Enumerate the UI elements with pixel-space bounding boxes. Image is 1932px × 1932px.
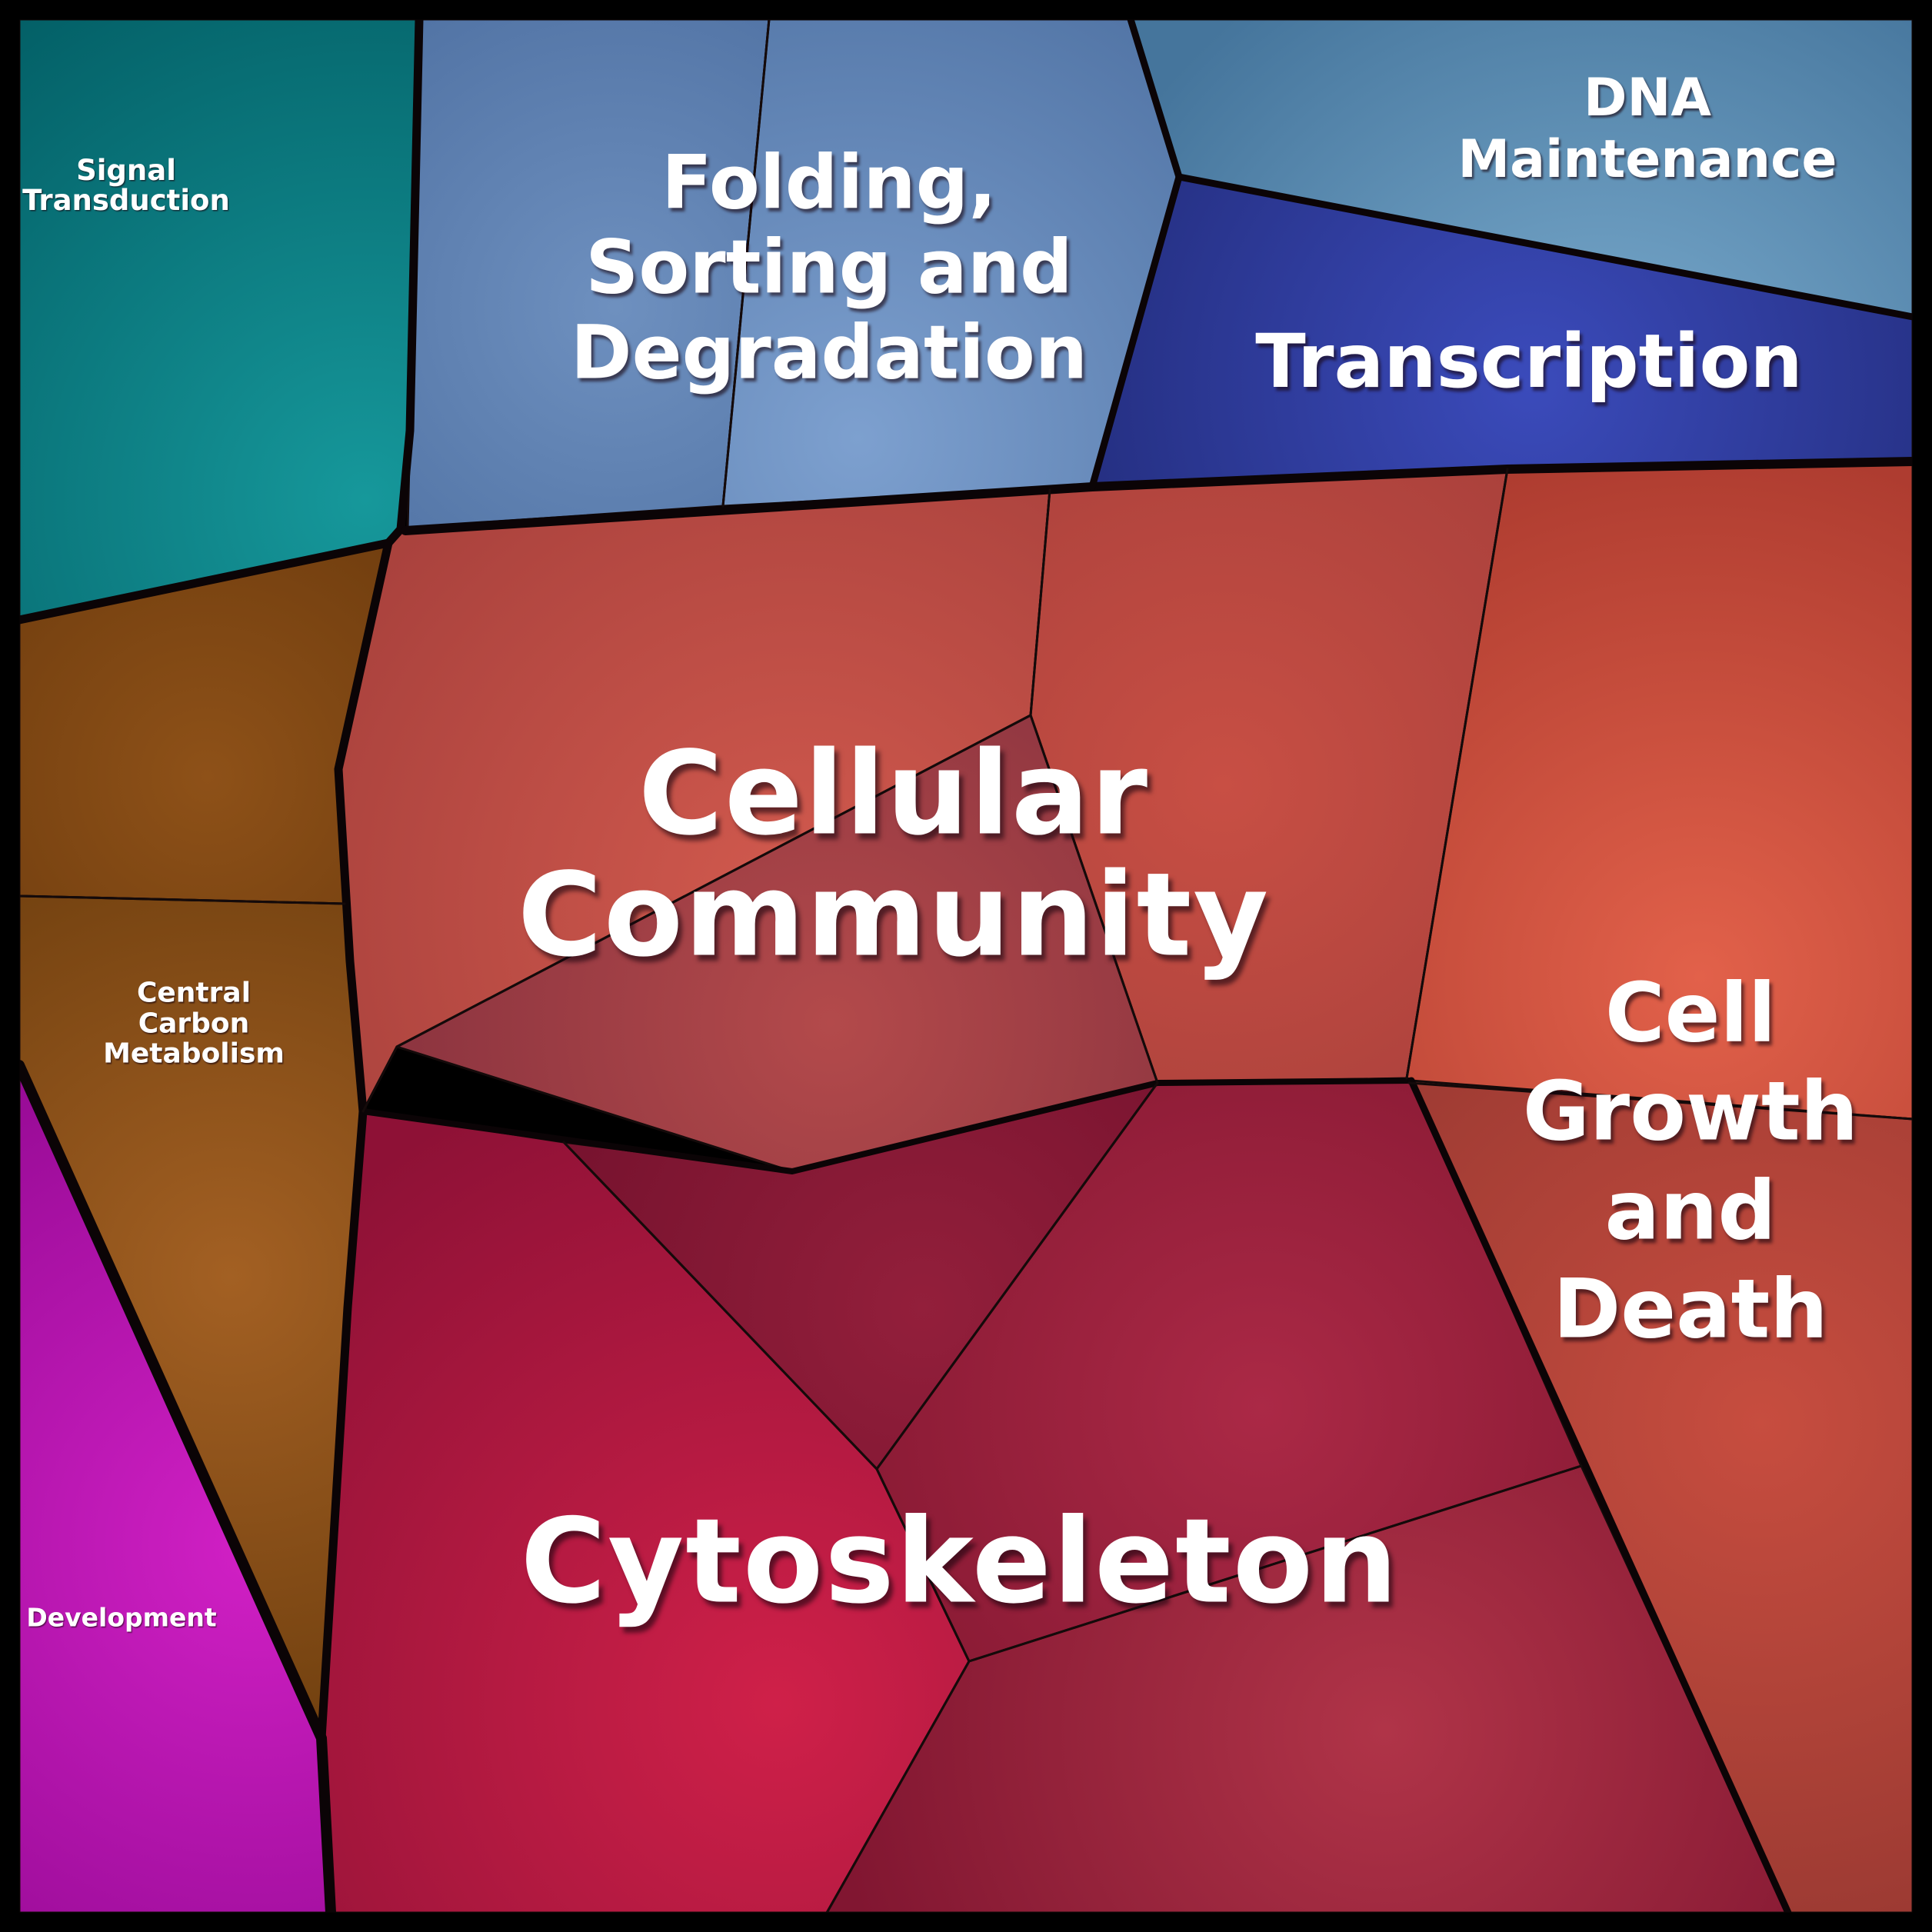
subline-growth-horizontal: [1407, 1081, 1914, 1121]
label-line: Sorting and: [585, 224, 1073, 311]
major-boundaries: [14, 15, 1917, 1918]
subline-cyto-right-split: [968, 1464, 1583, 1663]
label-line: and: [1604, 1163, 1777, 1257]
sub-boundaries: [18, 18, 1914, 1914]
label-transcription: Transcription: [1255, 318, 1803, 405]
label-line: DNA: [1584, 67, 1711, 128]
boundary-carbon-development: [14, 1060, 336, 1918]
subline-cyto-wedge-left: [562, 1141, 878, 1471]
boundary-dna-transcription: [1175, 173, 1917, 321]
label-line: Metabolism: [103, 1038, 285, 1070]
label-line: Transcription: [1255, 318, 1803, 405]
label-cell-growth-and-death: Cell Growth and Death: [1523, 964, 1858, 1359]
subline-folding: [721, 18, 771, 508]
label-line: Transduction: [22, 184, 230, 217]
label-line: Growth: [1522, 1064, 1859, 1159]
label-line: Death: [1553, 1261, 1828, 1357]
subline-community-growth: [1405, 468, 1509, 1080]
label-line: Development: [26, 1602, 217, 1633]
subline-cyto-wedge-right: [875, 1081, 1159, 1471]
boundary-carbon-right: [317, 538, 393, 1743]
boundary-folding-transcription: [1088, 173, 1183, 491]
label-folding-sorting-degradation: Folding, Sorting and Degradation: [571, 140, 1088, 395]
label-cytoskeleton: Cytoskeleton: [521, 1494, 1400, 1630]
label-line: Folding,: [661, 139, 997, 226]
boundary-signal-right: [384, 15, 424, 548]
boundary-bluegroup-redgroup: [401, 457, 1917, 535]
label-line: Cytoskeleton: [520, 1493, 1400, 1630]
label-central-carbon-metabolism: Central Carbon Metabolism: [103, 978, 285, 1070]
label-line: Cellular: [638, 727, 1150, 861]
boundary-community-cytoskeleton: [360, 1078, 1414, 1174]
label-line: Carbon: [138, 1008, 250, 1040]
label-line: Maintenance: [1457, 129, 1837, 190]
subline-carbon: [18, 894, 346, 905]
label-development: Development: [26, 1603, 216, 1633]
boundary-folding-dna: [1127, 15, 1183, 181]
boundary-cytoskeleton-growth: [1407, 1077, 1792, 1917]
label-dna-maintenance: DNA Maintenance: [1457, 68, 1837, 191]
label-signal-transduction: Signal Transduction: [22, 153, 230, 217]
cell-signal-transduction[interactable]: [18, 18, 421, 621]
label-cellular-community: Cellular Community: [518, 734, 1270, 977]
label-line: Signal: [76, 153, 176, 187]
label-line: Community: [517, 848, 1271, 982]
label-line: Cell: [1604, 965, 1777, 1061]
label-line: Central: [136, 977, 251, 1009]
boundary-signal-bottom: [15, 538, 393, 625]
subline-community-y: [361, 488, 1159, 1113]
label-line: Degradation: [570, 309, 1088, 396]
